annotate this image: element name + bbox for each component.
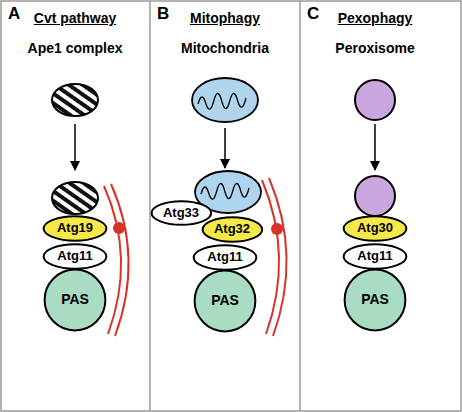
- cargo-name: Mitochondria: [181, 41, 269, 56]
- node-text: PAS: [61, 292, 89, 307]
- scaffold-ellipse: Atg11: [43, 244, 107, 269]
- node-text: Atg33: [163, 206, 199, 220]
- node-text: PAS: [361, 292, 389, 307]
- receptor-ellipse: Atg32: [202, 217, 263, 242]
- cargo-name: Ape1 complex: [28, 41, 123, 56]
- panel-letter: A: [8, 5, 20, 24]
- cargo-name: Peroxisome: [335, 41, 414, 56]
- scaffold-ellipse: Atg11: [193, 245, 257, 270]
- panel-title: Pexophagy: [338, 11, 413, 26]
- scaffold-ellipse: Atg11: [343, 244, 407, 269]
- pas-circle: PAS: [194, 270, 256, 332]
- pas-circle: PAS: [44, 269, 106, 331]
- panel-title: Mitophagy: [190, 11, 260, 26]
- node-text: Atg19: [57, 221, 93, 235]
- node-text: Atg32: [214, 222, 250, 236]
- receptor-ellipse: Atg19: [43, 216, 107, 241]
- node-text: Atg30: [357, 221, 393, 235]
- panel-title: Cvt pathway: [34, 11, 116, 26]
- node-text: Atg11: [207, 250, 242, 264]
- node-text: Atg11: [357, 249, 392, 263]
- pas-circle: PAS: [344, 269, 406, 331]
- adaptor-ellipse: Atg33: [151, 201, 212, 225]
- node-text: Atg11: [57, 249, 92, 263]
- receptor-ellipse: Atg30: [343, 216, 407, 241]
- node-text: PAS: [211, 293, 239, 308]
- panel-letter: C: [307, 5, 319, 24]
- panel-letter: B: [157, 5, 169, 24]
